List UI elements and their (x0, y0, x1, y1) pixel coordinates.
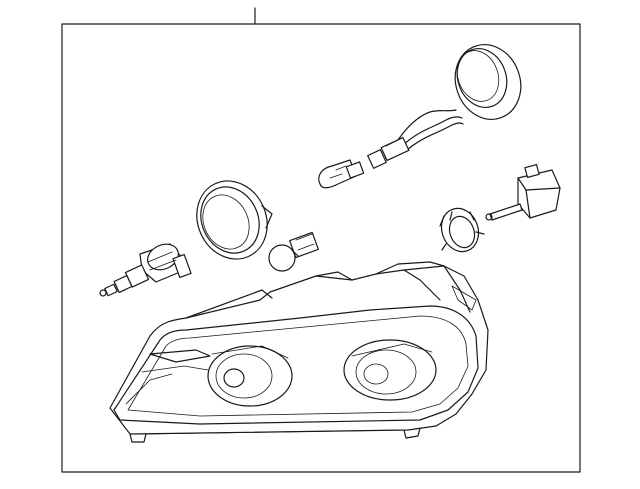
hid-bulb-retainer[interactable] (436, 203, 485, 257)
marker-socket-harness[interactable] (367, 109, 464, 169)
diagram-frame (61, 23, 581, 473)
high-beam-dust-cap[interactable] (445, 35, 531, 128)
headlamp-assembly[interactable] (109, 261, 489, 443)
side-marker-bulb[interactable] (318, 159, 365, 189)
low-beam-dust-cap[interactable] (184, 169, 279, 270)
turn-signal-bulb[interactable] (268, 231, 319, 272)
turn-signal-socket[interactable] (99, 239, 192, 297)
hid-bulb[interactable] (485, 164, 561, 221)
